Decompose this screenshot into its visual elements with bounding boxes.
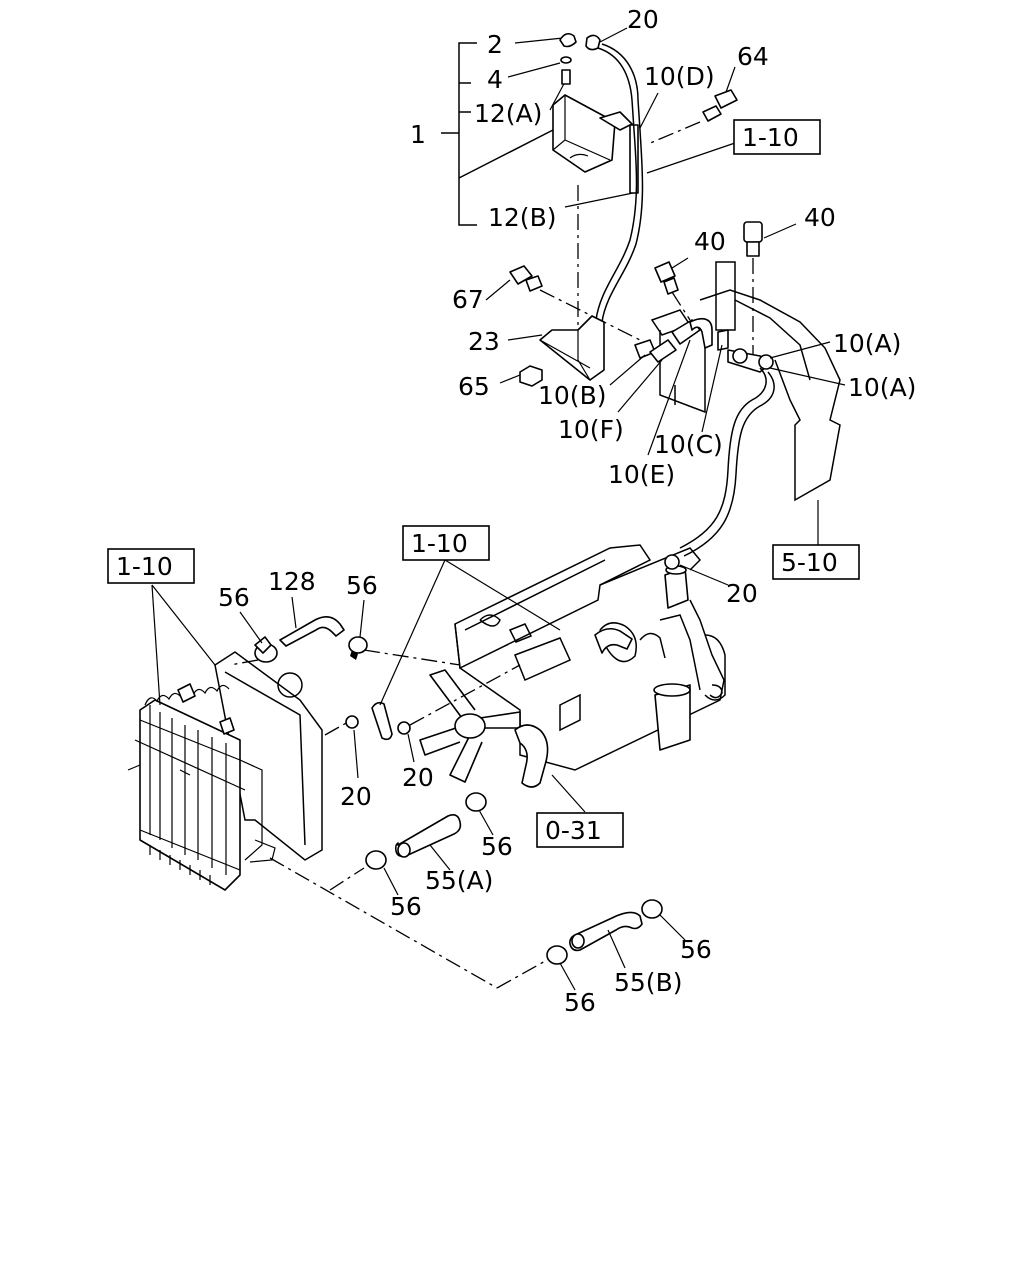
radiator [127, 651, 323, 891]
ref-label-1-10-mid: 1-10 [411, 529, 468, 558]
label-part-23: 23 [468, 327, 500, 356]
clamp-part-56-f [641, 899, 663, 919]
label-part-56-a: 56 [218, 583, 250, 612]
label-part-10e: 10(E) [608, 460, 675, 489]
lower-hoses [151, 554, 729, 991]
clamp-part-20-mid [664, 554, 680, 570]
label-part-2: 2 [487, 30, 503, 59]
fitting-part-40-left [654, 261, 679, 295]
hose-part-55b [569, 911, 643, 952]
label-part-10f: 10(F) [558, 415, 624, 444]
ref-label-1-10-top: 1-10 [742, 123, 799, 152]
hose-part-128 [279, 616, 345, 647]
bolt-part-64 [702, 89, 738, 122]
fan [419, 669, 521, 783]
label-part-56-e: 56 [680, 935, 712, 964]
bracket-part-23 [539, 315, 605, 381]
clamp-part-20-c [345, 715, 359, 729]
ref-box-5-10 [772, 544, 860, 580]
engine-block [419, 544, 726, 813]
label-part-20-mid: 20 [726, 579, 758, 608]
label-part-10c: 10(C) [654, 430, 723, 459]
label-part-55a: 55(A) [425, 866, 493, 895]
label-part-56-b: 56 [346, 571, 378, 600]
fitting-part-40-right [743, 221, 763, 257]
ref-box-1-10-top [733, 119, 821, 155]
label-part-55b: 55(B) [614, 968, 682, 997]
hose-clamp-20-top [585, 34, 601, 51]
label-part-56-c: 56 [481, 832, 513, 861]
washer-part-4 [560, 56, 572, 64]
clamp-part-56-e [546, 945, 568, 965]
nut-part-65 [519, 365, 543, 387]
label-part-20-c: 20 [340, 782, 372, 811]
label-part-20-d: 20 [402, 763, 434, 792]
label-part-67: 67 [452, 285, 484, 314]
ref-box-0-31 [536, 812, 624, 848]
clamp-part-56-d [365, 850, 387, 870]
label-part-56-d: 56 [390, 892, 422, 921]
label-part-40-left: 40 [694, 227, 726, 256]
label-part-4: 4 [487, 65, 503, 94]
hose-clamp-10c [717, 329, 729, 351]
reservoir-tank [552, 94, 616, 173]
clamp-part-56-b [348, 636, 368, 654]
ref-label-0-31: 0-31 [545, 816, 602, 845]
label-part-56-f: 56 [564, 988, 596, 1017]
clamp-part-20-d [397, 721, 411, 735]
callout-labels: 2 4 12(A) 1 12(B) 20 10(D) 64 1-10 40 40… [116, 5, 916, 1017]
ref-box-1-10-mid [402, 525, 490, 561]
label-part-10d: 10(D) [644, 62, 715, 91]
reference-boxes [107, 119, 860, 848]
ref-label-1-10-left: 1-10 [116, 552, 173, 581]
label-part-40-right: 40 [804, 203, 836, 232]
ref-label-5-10: 5-10 [781, 548, 838, 577]
label-part-65: 65 [458, 372, 490, 401]
clamp-part-56-c [465, 792, 487, 812]
bracket-and-hoses [485, 221, 846, 557]
nipple-part-12a [561, 69, 571, 85]
label-part-10a-1: 10(A) [833, 329, 901, 358]
label-part-12a: 12(A) [474, 99, 542, 128]
label-part-1: 1 [410, 120, 426, 149]
label-part-12b: 12(B) [488, 203, 556, 232]
ref-box-1-10-left [107, 548, 195, 584]
label-part-64: 64 [737, 42, 769, 71]
cap-part-2 [559, 32, 577, 48]
label-part-20-top: 20 [627, 5, 659, 34]
bolt-part-67 [509, 265, 543, 292]
label-part-10b: 10(B) [538, 381, 606, 410]
hose-part-55a [394, 814, 462, 858]
reservoir-tank-assembly [441, 27, 738, 330]
label-part-10a-2: 10(A) [848, 373, 916, 402]
label-part-128: 128 [268, 567, 316, 596]
